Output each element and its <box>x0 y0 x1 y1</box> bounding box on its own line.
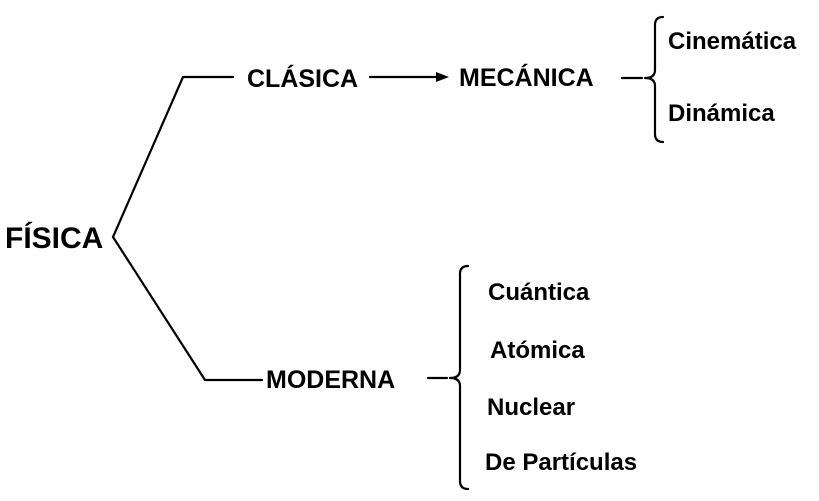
leaf-nuclear: Nuclear <box>487 394 576 421</box>
connector-fisica-clasica <box>111 75 235 239</box>
leaf-cinematica: Cinemática <box>668 28 797 55</box>
leaf-de-particulas: De Partículas <box>485 449 638 476</box>
brace-mecanica <box>643 15 665 144</box>
leaf-cuantica: Cuántica <box>488 279 590 306</box>
node-fisica: FÍSICA <box>5 222 104 255</box>
arrowhead-mecanica <box>436 72 449 82</box>
node-moderna: MODERNA <box>266 366 396 394</box>
connector-fisica-moderna <box>111 235 264 382</box>
node-mecanica: MECÁNICA <box>459 64 594 92</box>
node-clasica: CLÁSICA <box>247 65 359 93</box>
leaf-dinamica: Dinámica <box>668 100 775 127</box>
brace-moderna <box>448 264 470 491</box>
leaf-atomica: Atómica <box>490 337 585 364</box>
